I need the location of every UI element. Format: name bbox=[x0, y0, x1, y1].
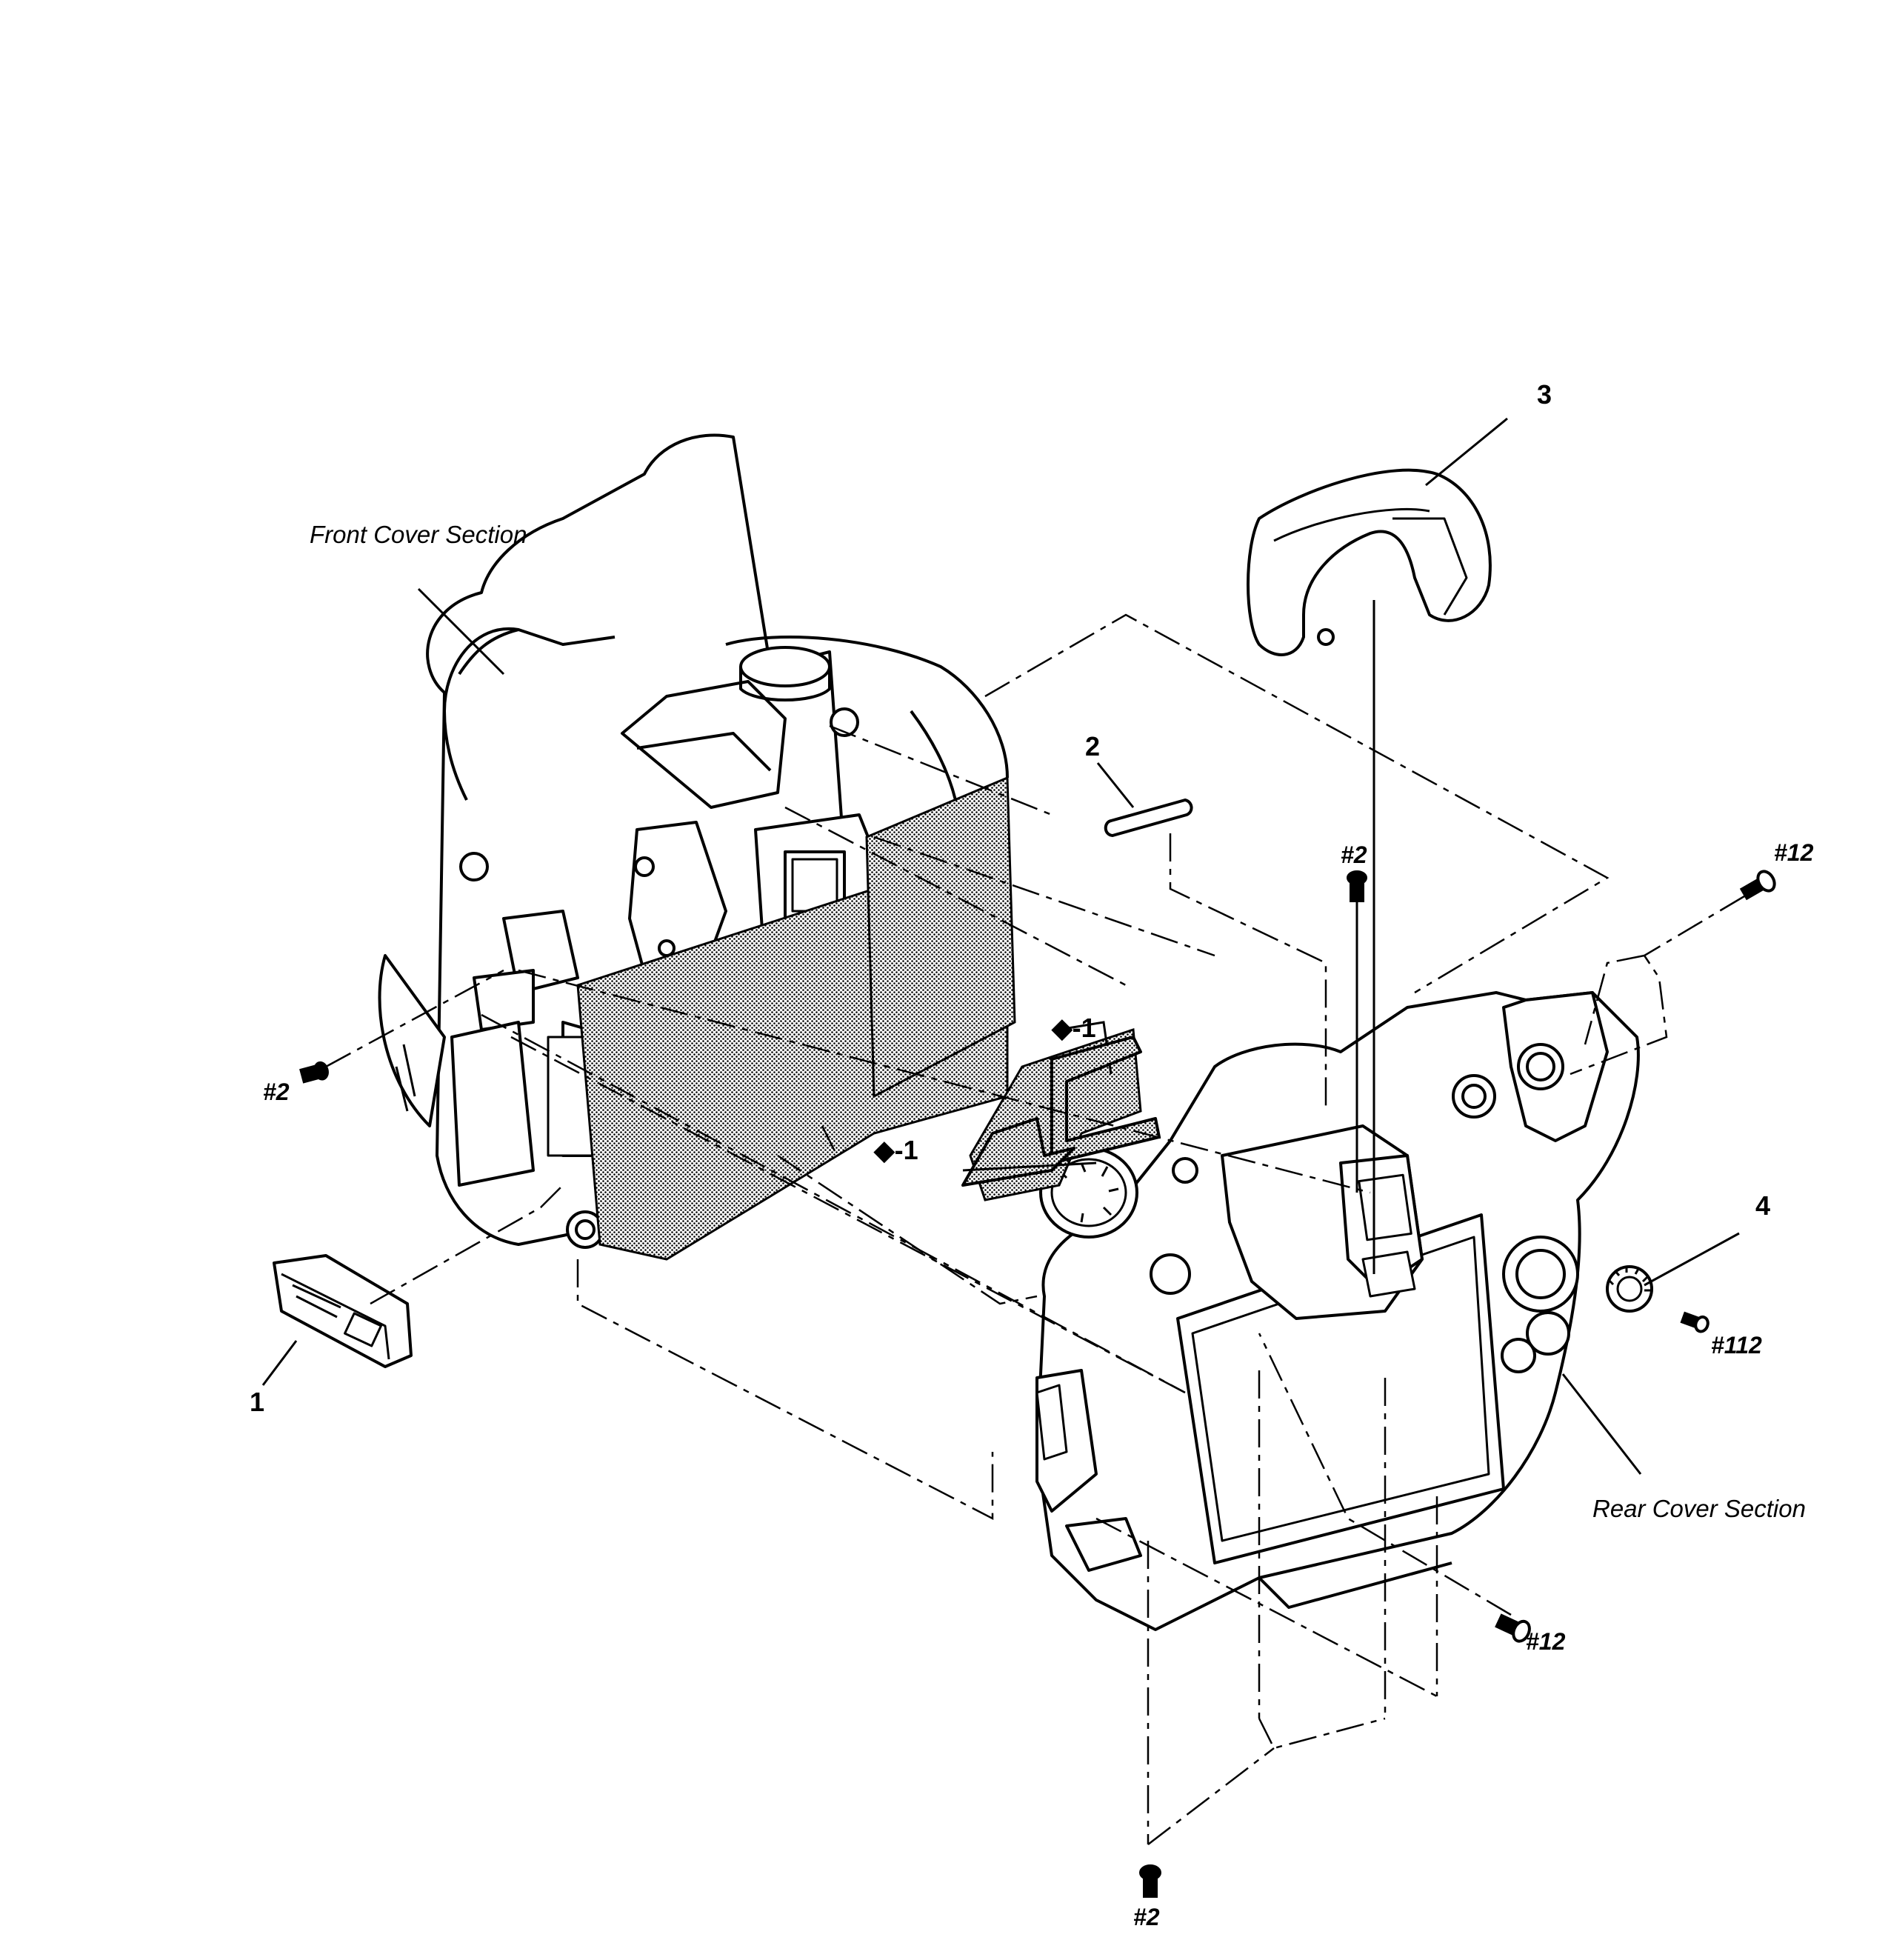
ref-lower-label: ◆-1 bbox=[874, 1135, 918, 1165]
screw-left-label: #2 bbox=[263, 1079, 290, 1105]
part-1-label: 1 bbox=[250, 1387, 265, 1417]
front-cover-mesh-side bbox=[865, 776, 1016, 1099]
screw-bottom-label: #2 bbox=[1133, 1904, 1160, 1930]
screw-left-icon bbox=[299, 1061, 329, 1084]
part-1-callout: 3 bbox=[1537, 379, 1552, 410]
screw-right-small-label: #112 bbox=[1711, 1332, 1762, 1359]
part-4-dial bbox=[1606, 1265, 1653, 1313]
part-1-terminal-cover bbox=[273, 1254, 413, 1368]
ref-1-brackets bbox=[961, 1036, 1161, 1187]
screws bbox=[299, 870, 1776, 1898]
part-4-callout: 4 bbox=[1755, 1190, 1771, 1221]
rear-cover-section-label: Rear Cover Section bbox=[1592, 1495, 1806, 1522]
part-2-callout: 2 bbox=[1085, 731, 1101, 761]
screw-bottom-right-label: #12 bbox=[1526, 1628, 1566, 1655]
screw-top-right-label: #12 bbox=[1774, 839, 1814, 866]
leader-lines bbox=[261, 417, 1740, 1475]
screw-top-mid-icon bbox=[1347, 870, 1367, 902]
front-cover-section-label: Front Cover Section bbox=[310, 521, 527, 548]
screw-bottom-icon bbox=[1139, 1864, 1161, 1898]
part-3-eyecup bbox=[1247, 468, 1492, 656]
part-2-plate bbox=[1104, 798, 1193, 838]
screw-top-mid-label: #2 bbox=[1341, 841, 1367, 868]
screw-right-small-icon bbox=[1680, 1311, 1709, 1333]
ref-upper-label: ◆-1 bbox=[1052, 1013, 1096, 1043]
phantom-lines bbox=[325, 613, 1745, 1845]
screw-bottom-right-icon bbox=[1495, 1613, 1531, 1643]
screw-top-right-icon bbox=[1739, 870, 1776, 901]
